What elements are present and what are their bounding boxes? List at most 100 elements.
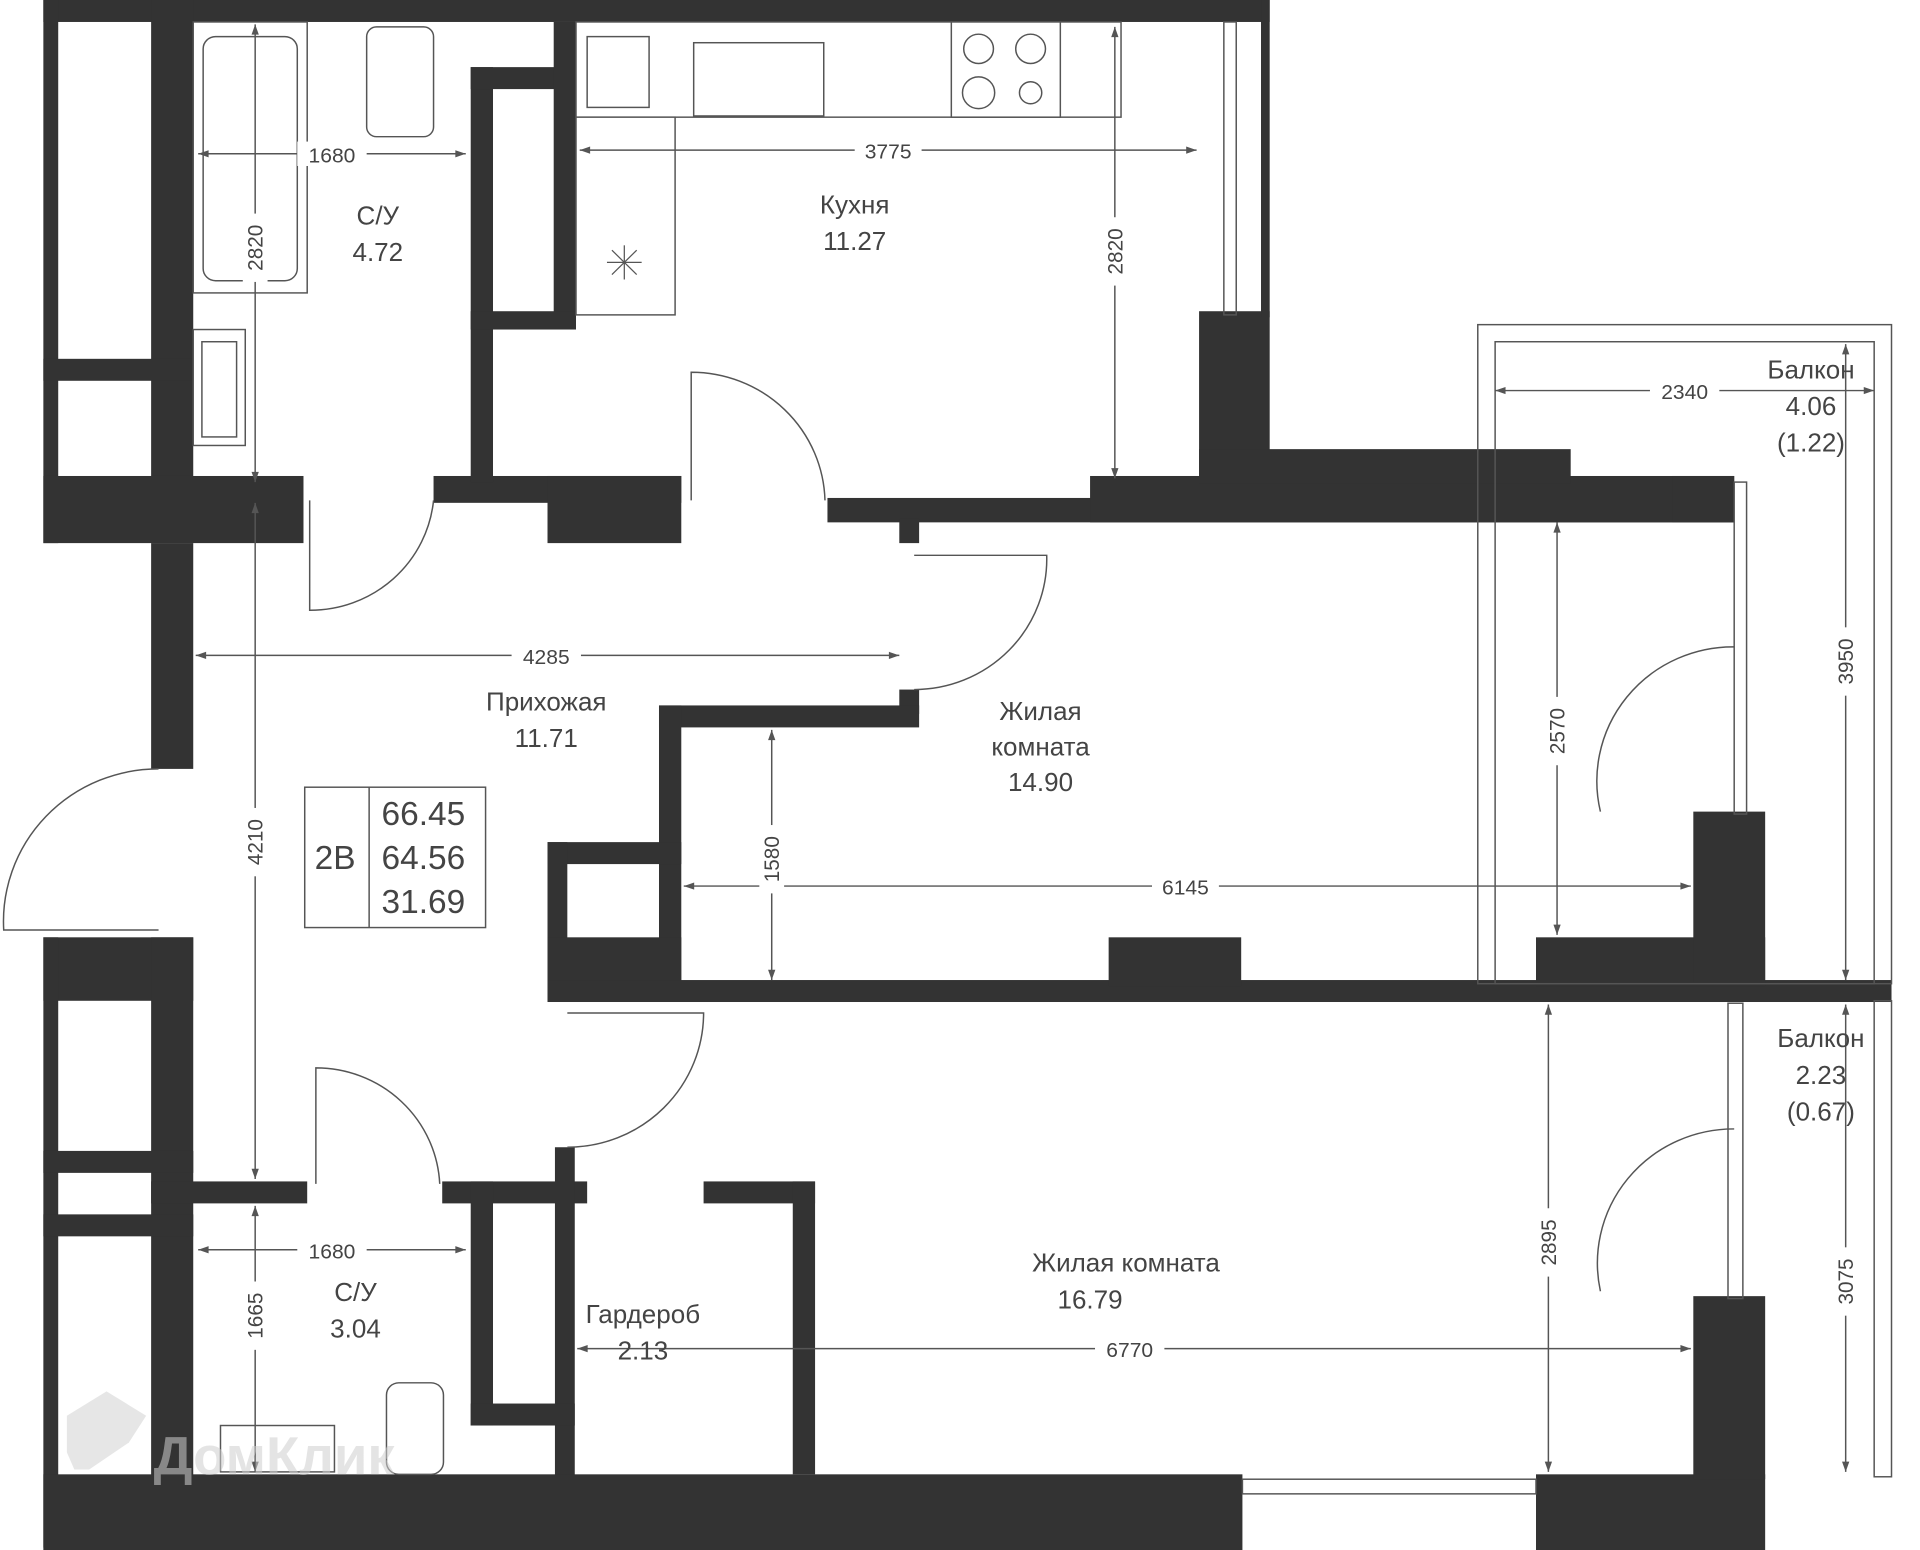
wall-shaft-lower-mid1 <box>43 1150 194 1173</box>
wall-wardrobe-top <box>703 1181 816 1204</box>
living-area: 31.69 <box>382 884 466 921</box>
door-kitchen <box>690 371 826 501</box>
door-bath-top <box>308 500 435 611</box>
wall-door-post <box>899 518 920 544</box>
wall-bath2-right <box>470 1181 494 1426</box>
watermark-text: ДомКлик <box>154 1427 396 1487</box>
room-name-living2: Жилая комната <box>1032 1250 1220 1278</box>
burner <box>961 76 996 110</box>
room-area-balcony1: 4.06 <box>1786 393 1837 421</box>
door-living1 <box>914 554 1048 691</box>
dim-kitchen-height: 2820 <box>1104 228 1127 274</box>
room-name-bathroom-bottom: С/У <box>334 1279 377 1307</box>
dim-bath-top-height: 2820 <box>244 225 267 271</box>
dim-living2-width: 6770 <box>1106 1339 1153 1362</box>
window-living1 <box>1733 481 1748 815</box>
wall-bath-kitchen <box>470 67 494 483</box>
domclick-watermark: ДомКлик <box>66 1391 396 1487</box>
gas-riser-icon <box>606 245 642 280</box>
window-bottom <box>1241 1478 1537 1495</box>
room-area-balcony2: 2.23 <box>1796 1062 1847 1090</box>
door-balcony1 <box>1596 646 1735 812</box>
dim-balcony1-width: 2340 <box>1661 381 1708 404</box>
wall-hall-right-lower <box>554 1147 575 1477</box>
sink-bottom <box>219 1424 336 1473</box>
wall-hall-top-block <box>547 475 682 544</box>
wall-shaft-top <box>151 0 194 544</box>
door-living2 <box>567 1012 705 1148</box>
room-name-living1-line2: комната <box>991 734 1090 762</box>
wall-bath2-top-l <box>151 1181 308 1204</box>
room-labels: С/У 4.72 Кухня 11.27 Балкон 4.06 (1.22) … <box>330 192 1864 1366</box>
dim-hall-height: 4210 <box>244 819 267 865</box>
wall-shaft-mid <box>43 358 194 381</box>
dimension-labels: 1680 2820 3775 2820 2340 3950 4285 4210 … <box>242 137 1858 1362</box>
room-name-balcony1: Балкон <box>1767 357 1854 385</box>
balcony1-outline <box>1477 323 1893 985</box>
dim-bath-bottom-width: 1680 <box>309 1240 356 1263</box>
burner <box>1014 33 1047 65</box>
fixtures <box>192 21 1122 1476</box>
toilet-bottom <box>385 1382 445 1476</box>
wall-left-hall <box>151 543 194 769</box>
dim-living1-width: 6145 <box>1162 877 1209 900</box>
stove <box>950 21 1062 118</box>
room-name-balcony2: Балкон <box>1777 1025 1864 1053</box>
wall-bottom <box>43 1474 1243 1550</box>
wall-balcony-link <box>1199 449 1571 484</box>
burner <box>1018 81 1043 105</box>
room-area-kitchen: 11.27 <box>823 228 886 256</box>
sink-top-inner <box>201 341 238 438</box>
wall-left-outer-lower <box>43 937 59 1548</box>
wall-kitchen-bottom-r <box>1090 475 1735 523</box>
wall-shaft-lower-mid2 <box>43 1214 194 1237</box>
room-name-bathroom-top: С/У <box>357 203 400 231</box>
room-area-bathroom-bottom: 3.04 <box>330 1316 381 1344</box>
dish-drainer <box>586 35 650 109</box>
wall-bath2-right2 <box>470 1403 575 1426</box>
window-living2 <box>1727 1002 1744 1300</box>
apartment-type: 2В <box>315 840 356 877</box>
apartment-summary: 2В 66.45 64.56 31.69 <box>315 796 466 921</box>
balcony1-inner <box>1494 341 1875 985</box>
room-area-living1: 14.90 <box>1008 769 1073 797</box>
burner <box>962 33 995 65</box>
wall-kitchen-left <box>470 67 576 90</box>
wall-wardrobe-right <box>792 1181 816 1475</box>
room-name-hallway: Прихожая <box>486 688 607 716</box>
house-logo-icon <box>66 1391 147 1470</box>
door-bath-bottom <box>315 1067 441 1184</box>
area-without-balcony: 64.56 <box>382 840 466 877</box>
doors <box>2 371 1735 1292</box>
wall-shaft-lower <box>151 937 194 1548</box>
windows <box>1223 21 1893 1495</box>
wall-kitchen-right-top <box>1261 0 1270 318</box>
room-area-bathroom-top: 4.72 <box>352 239 403 267</box>
walls <box>43 0 1892 1550</box>
door-balcony2 <box>1596 1128 1735 1292</box>
toilet-top <box>365 26 435 138</box>
wall-mid-block1 <box>1108 937 1242 987</box>
dim-kitchen-width: 3775 <box>865 141 912 164</box>
wall-hall-top-left <box>43 475 304 544</box>
room-area-living2: 16.79 <box>1058 1287 1123 1315</box>
room-area-reduced-balcony2: (0.67) <box>1787 1099 1855 1127</box>
wall-bottom-right <box>1536 1474 1766 1550</box>
balcony2-outline <box>1873 1000 1893 1478</box>
dim-living2-depth: 2895 <box>1538 1219 1561 1265</box>
window-kitchen <box>1223 21 1237 316</box>
wall-kitchen-left2 <box>553 21 576 328</box>
wall-kitchen-left3 <box>470 311 576 330</box>
room-name-living1-line1: Жилая <box>999 698 1081 726</box>
dim-balcony1-height: 3950 <box>1835 638 1858 684</box>
wall-top <box>43 0 1270 22</box>
dim-living1-niche: 1580 <box>761 836 784 882</box>
dim-bath-bottom-height: 1665 <box>244 1293 267 1339</box>
dim-balcony2-height: 3075 <box>1835 1258 1858 1304</box>
room-area-wardrobe: 2.13 <box>618 1338 669 1366</box>
dim-hall-width: 4285 <box>523 646 570 669</box>
room-name-kitchen: Кухня <box>820 192 890 220</box>
wall-right-pier1 <box>1693 811 1766 983</box>
total-area: 66.45 <box>382 796 466 833</box>
